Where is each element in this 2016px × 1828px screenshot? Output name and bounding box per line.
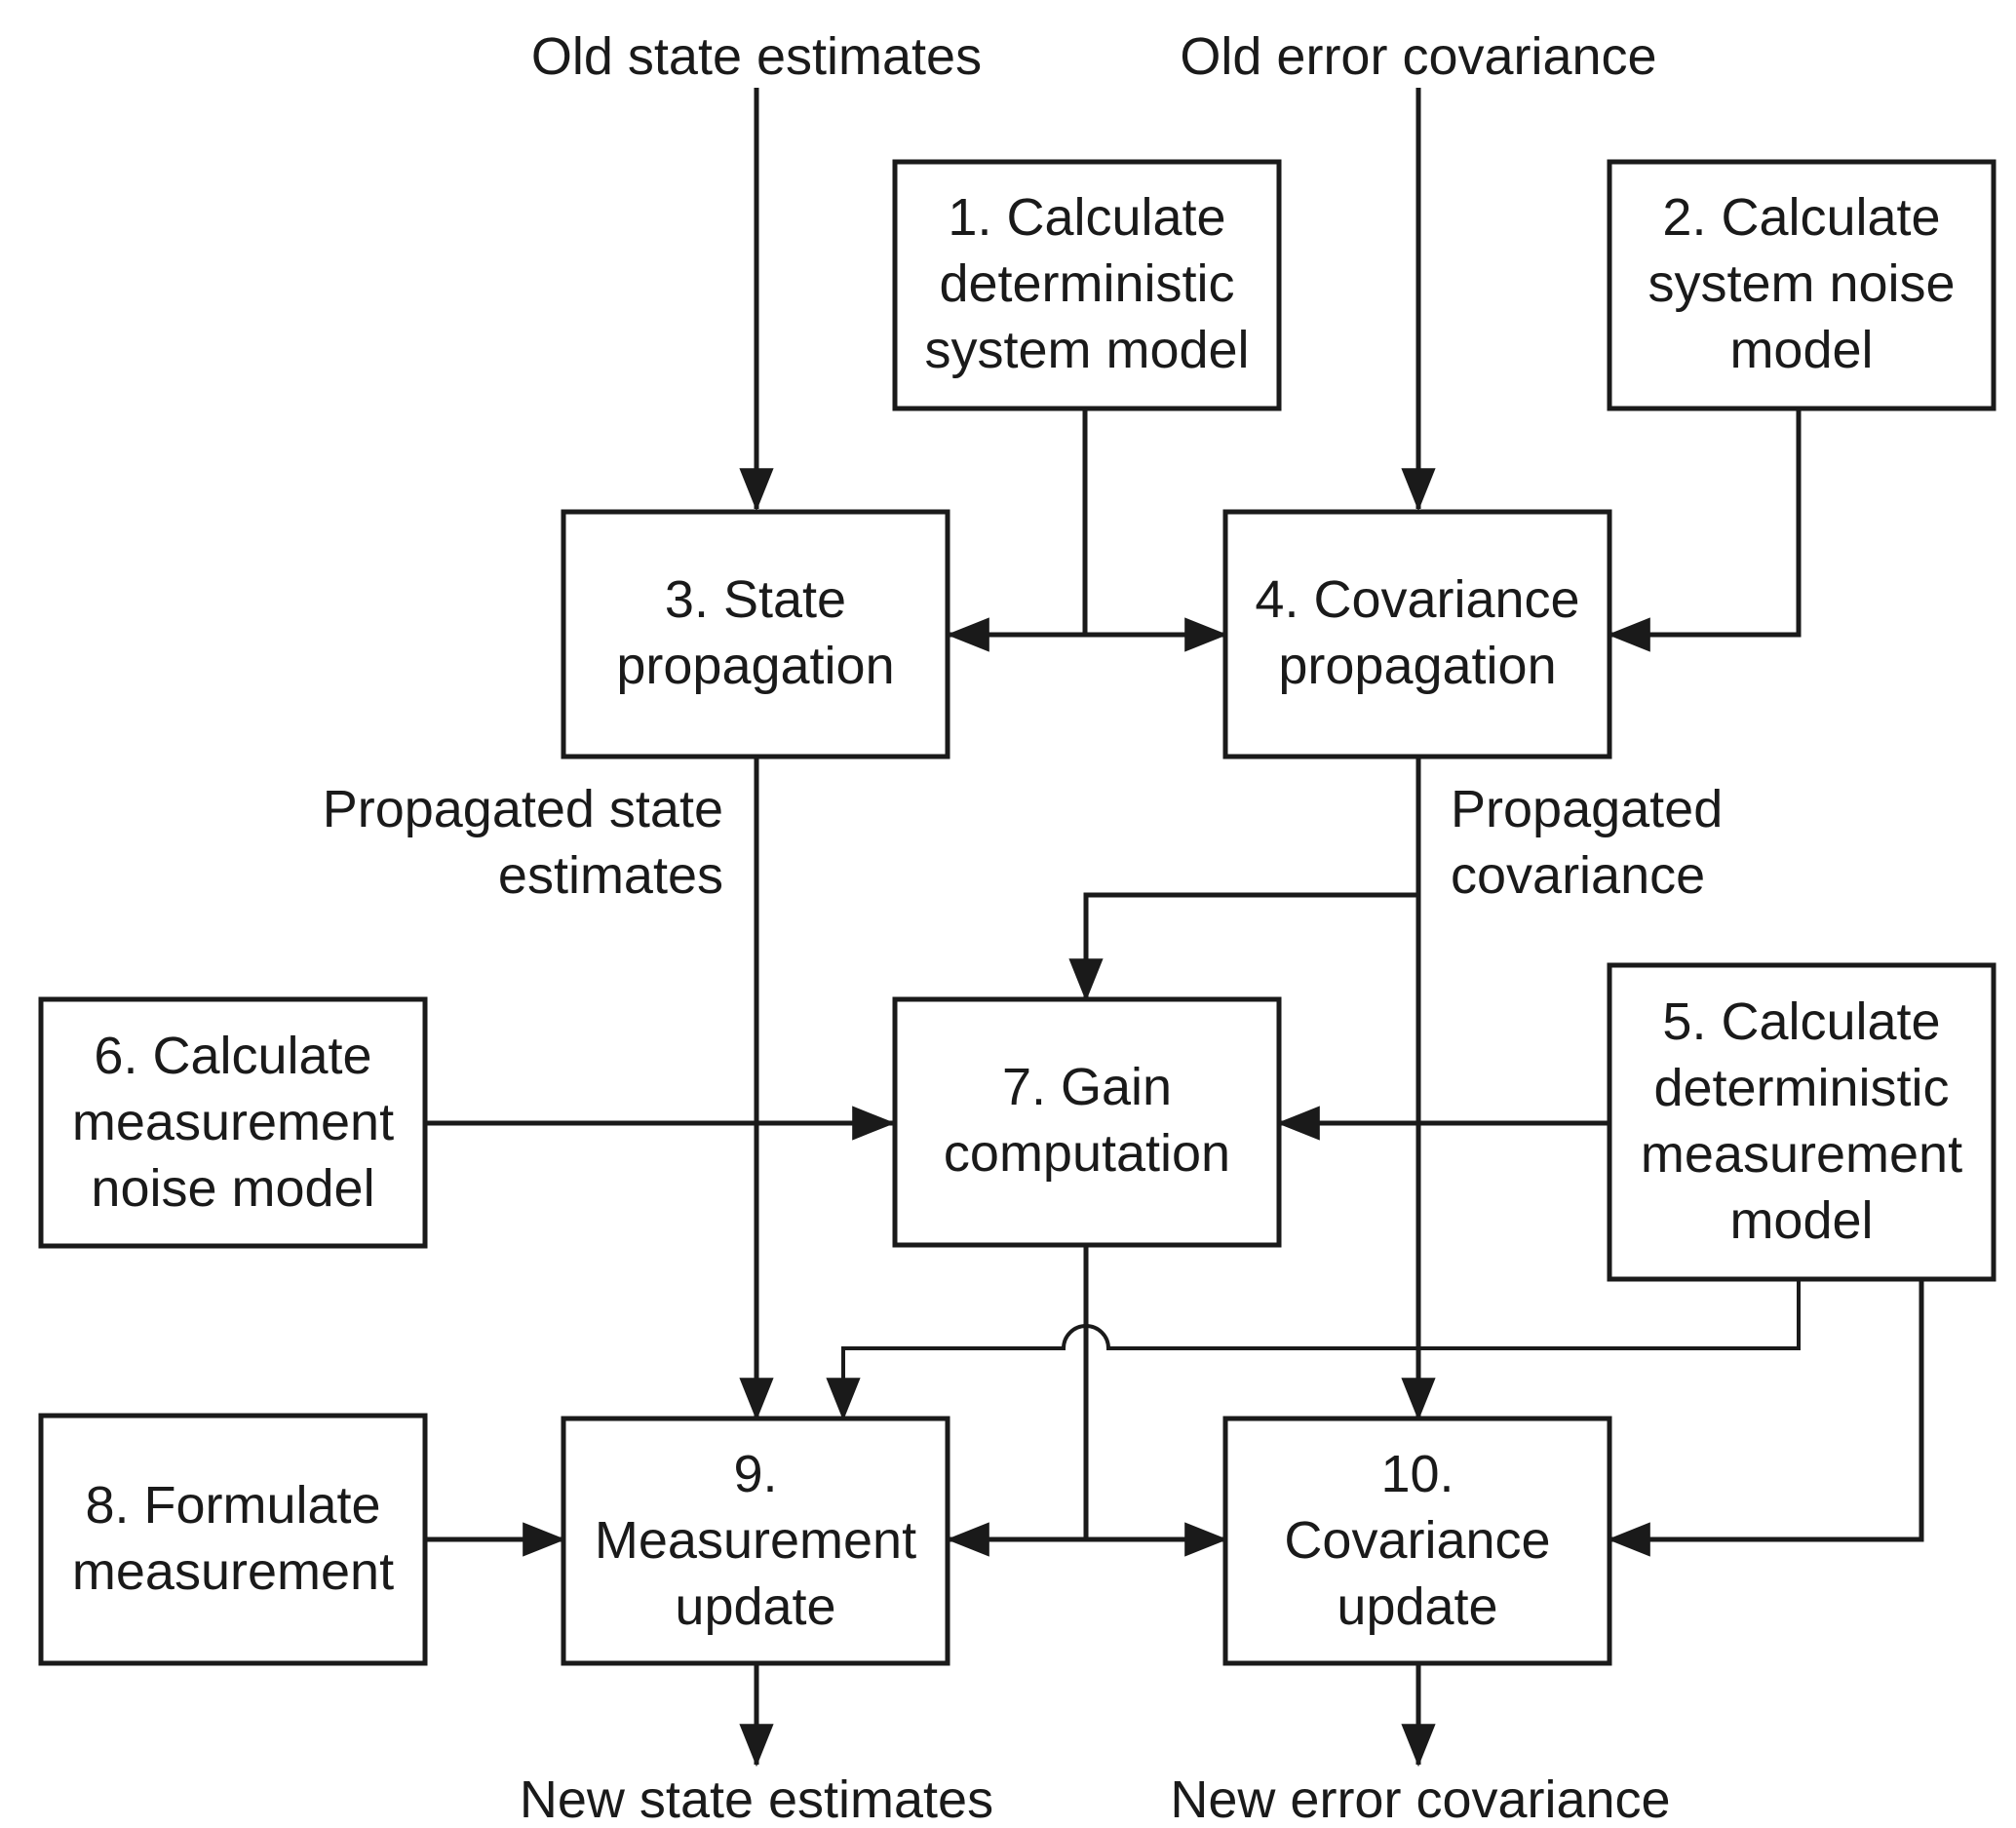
label-new-state-estimates: New state estimates [520, 1770, 993, 1828]
box-9-line-2: Measurement [595, 1511, 916, 1570]
label-new-error-covariance: New error covariance [1170, 1770, 1670, 1828]
box-3-line-2: propagation [616, 637, 894, 695]
box-8-line-1: 8. Formulate [85, 1476, 380, 1535]
label-propagated-state-line-1: Propagated state [323, 780, 723, 838]
connectors [425, 88, 1924, 1768]
box-7-gain-computation: 7. Gain computation [892, 996, 1282, 1248]
arrow-system-noise-to-covariance-propagation [1607, 409, 1802, 652]
box-10-line-2: Covariance [1284, 1511, 1550, 1570]
box-2-line-1: 2. Calculate [1662, 188, 1940, 247]
box-6-measurement-noise-model: 6. Calculate measurement noise model [38, 996, 428, 1249]
box-2-system-noise-model: 2. Calculate system noise model [1607, 159, 1997, 411]
label-propagated-covariance-line-1: Propagated [1451, 780, 1723, 838]
box-2-line-2: system noise [1648, 254, 1955, 313]
box-2-line-3: model [1729, 321, 1873, 379]
arrow-measurement-model-to-covariance-update [1607, 1279, 1924, 1557]
box-9-line-3: update [675, 1577, 835, 1636]
flow-labels: Old state estimates Old error covariance… [323, 27, 1724, 1828]
box-1-deterministic-system-model: 1. Calculate deterministic system model [892, 159, 1282, 411]
box-3-line-1: 3. State [665, 570, 846, 629]
box-1-line-1: 1. Calculate [948, 188, 1225, 247]
box-4-covariance-propagation: 4. Covariance propagation [1222, 509, 1612, 759]
box-9-measurement-update: 9. Measurement update [561, 1416, 950, 1666]
box-4-line-1: 4. Covariance [1255, 570, 1579, 629]
box-8-formulate-measurement: 8. Formulate measurement [38, 1413, 428, 1666]
arrow-measurement-model-to-measurement-update [826, 1279, 1801, 1421]
box-8-line-2: measurement [72, 1542, 394, 1601]
box-6-line-2: measurement [72, 1093, 394, 1151]
box-1-line-3: system model [924, 321, 1249, 379]
box-5-line-3: measurement [1641, 1125, 1962, 1184]
box-6-line-3: noise model [91, 1159, 374, 1218]
box-3-state-propagation: 3. State propagation [561, 509, 950, 759]
label-propagated-covariance-line-2: covariance [1451, 846, 1705, 905]
label-propagated-state-line-2: estimates [498, 846, 723, 905]
box-1-line-2: deterministic [939, 254, 1234, 313]
box-6-line-1: 6. Calculate [94, 1027, 371, 1085]
box-10-line-1: 10. [1380, 1445, 1454, 1503]
box-5-line-2: deterministic [1653, 1059, 1949, 1117]
arrow-propagated-covariance-to-gain [1068, 892, 1418, 1002]
box-10-line-3: update [1337, 1577, 1497, 1636]
box-9-line-1: 9. [733, 1445, 777, 1503]
box-5-line-4: model [1729, 1191, 1873, 1250]
box-10-covariance-update: 10. Covariance update [1222, 1416, 1612, 1666]
box-4-line-2: propagation [1278, 637, 1556, 695]
box-5-deterministic-measurement-model: 5. Calculate deterministic measurement m… [1607, 962, 1997, 1282]
box-5-line-1: 5. Calculate [1662, 992, 1940, 1051]
box-7-line-2: computation [944, 1124, 1230, 1183]
box-7-line-1: 7. Gain [1002, 1058, 1172, 1116]
label-old-state-estimates: Old state estimates [531, 27, 982, 86]
label-old-error-covariance: Old error covariance [1180, 27, 1656, 86]
